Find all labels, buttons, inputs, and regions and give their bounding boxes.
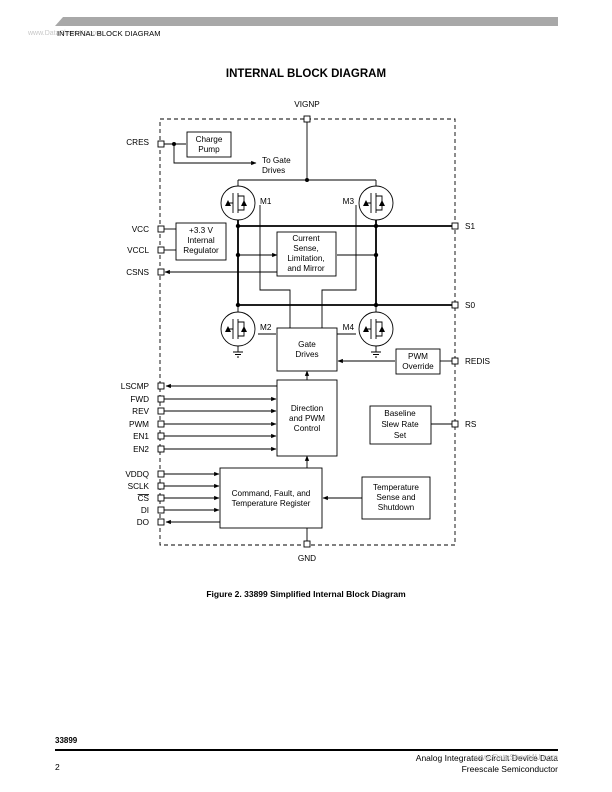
transistor-m2: [220, 311, 256, 358]
pin-pwm-label: PWM: [129, 420, 149, 429]
pin-squares: [157, 115, 459, 548]
footer-rule: [55, 749, 558, 751]
transistor-m1-label: M1: [260, 197, 272, 206]
header-bar: [55, 17, 558, 26]
junctions: [172, 142, 379, 308]
command-text-2: Temperature Register: [232, 499, 311, 508]
to-gate-drives-text-1: To Gate: [262, 156, 291, 165]
pin-csns-label: CSNS: [126, 268, 149, 277]
temperature-text-2: Sense and: [376, 493, 416, 502]
header-watermark: www.DataSheet4U.com: [28, 30, 102, 37]
direction-text-3: Control: [294, 424, 321, 433]
regulator-box: [175, 222, 227, 261]
pin-vddq-label: VDDQ: [125, 470, 149, 479]
charge-pump-box: [186, 131, 232, 158]
current-sense-text-4: and Mirror: [287, 264, 325, 273]
pin-gnd-label: GND: [298, 554, 316, 563]
transistor-m3: [358, 185, 394, 221]
transistor-m4: [358, 311, 394, 358]
baseline-text-2: Slew Rate: [381, 420, 419, 429]
pin-cres-label: CRES: [126, 138, 149, 147]
direction-text-2: and PWM: [289, 414, 325, 423]
pin-s1-label: S1: [465, 222, 475, 231]
command-text-1: Command, Fault, and: [232, 489, 311, 498]
current-sense-text-3: Limitation,: [287, 254, 324, 263]
current-sense-box: [276, 231, 337, 277]
gate-drives-text-1: Gate: [298, 340, 316, 349]
pin-en1-label: EN1: [133, 432, 149, 441]
pin-sclk-label: SCLK: [128, 482, 150, 491]
transistor-m2-label: M2: [260, 323, 272, 332]
footer-part-number: 33899: [55, 736, 78, 745]
gate-drives-box: [276, 327, 338, 372]
pin-cs-label: CS: [138, 494, 150, 503]
baseline-box: [369, 405, 432, 445]
current-sense-text-1: Current: [292, 234, 320, 243]
charge-pump-text-2: Pump: [198, 145, 220, 154]
pin-di-label: DI: [141, 506, 149, 515]
pin-s0-label: S0: [465, 301, 475, 310]
current-sense-text-2: Sense,: [293, 244, 319, 253]
wires: [164, 122, 452, 541]
pin-vccl-label: VCCL: [127, 246, 149, 255]
command-register-box: [219, 467, 323, 529]
regulator-text-3: Regulator: [183, 246, 219, 255]
pin-vcc-label: VCC: [132, 225, 149, 234]
baseline-text-3: Set: [394, 431, 407, 440]
direction-pwm-box: [276, 379, 338, 457]
transistor-m1: [220, 185, 256, 221]
baseline-text-1: Baseline: [384, 409, 416, 418]
figure-caption: Figure 2. 33899 Simplified Internal Bloc…: [206, 589, 406, 599]
pin-rev-label: REV: [132, 407, 149, 416]
pwm-override-text-1: PWM: [408, 352, 428, 361]
pin-fwd-label: FWD: [130, 395, 149, 404]
pin-redis-label: REDIS: [465, 357, 491, 366]
page-title: INTERNAL BLOCK DIAGRAM: [225, 68, 387, 80]
direction-text-1: Direction: [291, 404, 324, 413]
pwm-override-text-2: Override: [402, 362, 434, 371]
regulator-text-1: +3.3 V: [189, 226, 213, 235]
pin-do-label: DO: [137, 518, 149, 527]
temperature-text-1: Temperature: [373, 483, 419, 492]
to-gate-drives-text-2: Drives: [262, 166, 285, 175]
pwm-override-box: [395, 348, 441, 375]
footer-watermark: www.DataSheet4U.com: [473, 753, 558, 762]
footer-company: Freescale Semiconductor: [461, 764, 558, 774]
pin-rs-label: RS: [465, 420, 477, 429]
regulator-text-2: Internal: [187, 236, 214, 245]
temperature-box: [361, 476, 431, 520]
temperature-text-3: Shutdown: [378, 503, 415, 512]
header-section-title: INTERNAL BLOCK DIAGRAM: [57, 29, 161, 38]
transistor-m3-label: M3: [343, 197, 355, 206]
transistor-m4-label: M4: [343, 323, 355, 332]
charge-pump-text-1: Charge: [196, 135, 223, 144]
footer-page-number: 2: [55, 762, 60, 772]
pin-en2-label: EN2: [133, 445, 149, 454]
footer-doc-line: Analog Integrated Circuit Device Data: [415, 753, 558, 763]
pin-lscmp-label: LSCMP: [121, 382, 150, 391]
pin-vignp-label: VIGNP: [294, 100, 320, 109]
gate-drives-text-2: Drives: [295, 350, 318, 359]
